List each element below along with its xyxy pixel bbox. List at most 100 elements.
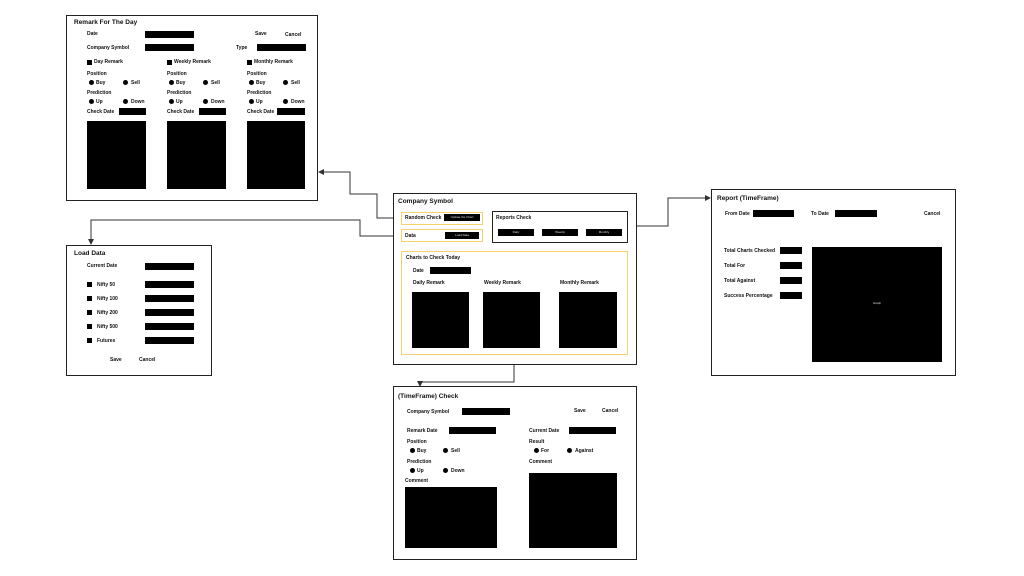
monthly-remark-chart[interactable]: [559, 292, 617, 348]
position-label: Position: [247, 71, 267, 77]
day-remark-checkbox[interactable]: [87, 60, 92, 65]
nifty-500-label: Nifty 500: [97, 324, 118, 330]
monthly-remark-checkbox[interactable]: [247, 60, 252, 65]
down-radio[interactable]: [443, 468, 448, 473]
for-label: For: [541, 448, 550, 454]
down-label: Down: [211, 99, 225, 105]
up-radio[interactable]: [89, 99, 94, 104]
monthly-remark-chart: [247, 121, 305, 189]
total-charts-checked-label: Total Charts Checked: [724, 248, 776, 254]
day-remark-chart: [87, 121, 146, 189]
nifty-200-input[interactable]: [145, 309, 194, 316]
update-chart-button[interactable]: Update the Chart: [444, 214, 480, 221]
sell-label: Sell: [291, 80, 300, 86]
comment-textarea[interactable]: [405, 487, 497, 548]
nifty-100-input[interactable]: [145, 295, 194, 302]
buy-radio[interactable]: [410, 448, 415, 453]
random-check-box: [401, 212, 483, 225]
nifty-200-checkbox[interactable]: [87, 310, 92, 315]
from-date-input[interactable]: [753, 210, 794, 217]
down-radio[interactable]: [283, 99, 288, 104]
total-charts-checked-value: [780, 247, 802, 254]
futures-input[interactable]: [145, 337, 194, 344]
date-label: Date: [87, 31, 98, 37]
daily-remark-chart[interactable]: [412, 292, 469, 348]
date-input[interactable]: [430, 267, 471, 274]
buy-radio[interactable]: [89, 80, 94, 85]
comment-textarea[interactable]: [529, 473, 617, 548]
weekly-remark-label: Weekly Remark: [174, 59, 211, 65]
cancel-button[interactable]: Cancel: [285, 32, 302, 38]
check-date-input[interactable]: [119, 108, 146, 115]
current-date-input[interactable]: [569, 427, 616, 434]
prediction-label: Prediction: [167, 90, 192, 96]
sell-label: Sell: [211, 80, 220, 86]
check-date-label: Check Date: [167, 109, 195, 115]
monthly-report-button[interactable]: Monthly: [586, 229, 622, 236]
weekly-remark-label: Weekly Remark: [484, 280, 521, 286]
nifty-50-checkbox[interactable]: [87, 282, 92, 287]
down-radio[interactable]: [203, 99, 208, 104]
buy-radio[interactable]: [249, 80, 254, 85]
check-date-input[interactable]: [199, 108, 226, 115]
company-symbol-input[interactable]: [145, 44, 194, 51]
buy-label: Buy: [96, 80, 106, 86]
buy-label: Buy: [256, 80, 266, 86]
success-percentage-value: [780, 292, 802, 299]
company-symbol-input[interactable]: [462, 408, 510, 415]
panel-title: Remark For The Day: [74, 19, 138, 26]
company-symbol-label: Company Symbol: [87, 45, 130, 51]
charts-to-check-box: [401, 251, 628, 355]
check-date-input[interactable]: [277, 108, 305, 115]
nifty-50-input[interactable]: [145, 281, 194, 288]
weekly-remark-chart[interactable]: [483, 292, 540, 348]
sell-radio[interactable]: [123, 80, 128, 85]
type-label: Type: [236, 45, 248, 51]
nifty-500-checkbox[interactable]: [87, 324, 92, 329]
down-label: Down: [451, 468, 465, 474]
down-radio[interactable]: [123, 99, 128, 104]
connector-data-to-load: [88, 219, 400, 245]
to-date-input[interactable]: [835, 210, 877, 217]
up-label: Up: [176, 99, 183, 105]
buy-radio[interactable]: [169, 80, 174, 85]
total-for-value: [780, 262, 802, 269]
sell-radio[interactable]: [443, 448, 448, 453]
save-button[interactable]: Save: [574, 408, 586, 414]
comment-label: Comment: [529, 459, 553, 465]
load-data-button[interactable]: Load Data: [445, 232, 479, 239]
position-label: Position: [167, 71, 187, 77]
futures-label: Futures: [97, 338, 116, 344]
current-date-input[interactable]: [145, 263, 194, 270]
cancel-button[interactable]: Cancel: [139, 357, 156, 363]
connector-charts-to-timeframe: [417, 356, 515, 387]
type-input[interactable]: [257, 44, 306, 51]
futures-checkbox[interactable]: [87, 338, 92, 343]
daily-report-button[interactable]: Daily: [498, 229, 534, 236]
sell-radio[interactable]: [283, 80, 288, 85]
up-label: Up: [96, 99, 103, 105]
weekly-remark-checkbox[interactable]: [167, 60, 172, 65]
up-radio[interactable]: [169, 99, 174, 104]
timeframe-check-panel: (TimeFrame) Check Company Symbol Save Ca…: [393, 386, 637, 560]
save-button[interactable]: Save: [110, 357, 122, 363]
save-button[interactable]: Save: [255, 31, 267, 37]
up-radio[interactable]: [410, 468, 415, 473]
weekly-report-button[interactable]: Weekly: [542, 229, 578, 236]
buy-label: Buy: [176, 80, 186, 86]
to-date-label: To Date: [811, 211, 829, 217]
cancel-button[interactable]: Cancel: [602, 408, 619, 414]
nifty-100-checkbox[interactable]: [87, 296, 92, 301]
nifty-500-input[interactable]: [145, 323, 194, 330]
remark-date-input[interactable]: [449, 427, 496, 434]
remark-for-the-day-panel: Remark For The Day Date Save Cancel Comp…: [66, 15, 318, 201]
total-for-label: Total For: [724, 263, 746, 269]
against-radio[interactable]: [567, 448, 572, 453]
cancel-button[interactable]: Cancel: [924, 211, 941, 217]
date-input[interactable]: [145, 31, 194, 38]
up-radio[interactable]: [249, 99, 254, 104]
for-radio[interactable]: [534, 448, 539, 453]
sell-radio[interactable]: [203, 80, 208, 85]
report-graph-label: Graph: [872, 301, 882, 305]
